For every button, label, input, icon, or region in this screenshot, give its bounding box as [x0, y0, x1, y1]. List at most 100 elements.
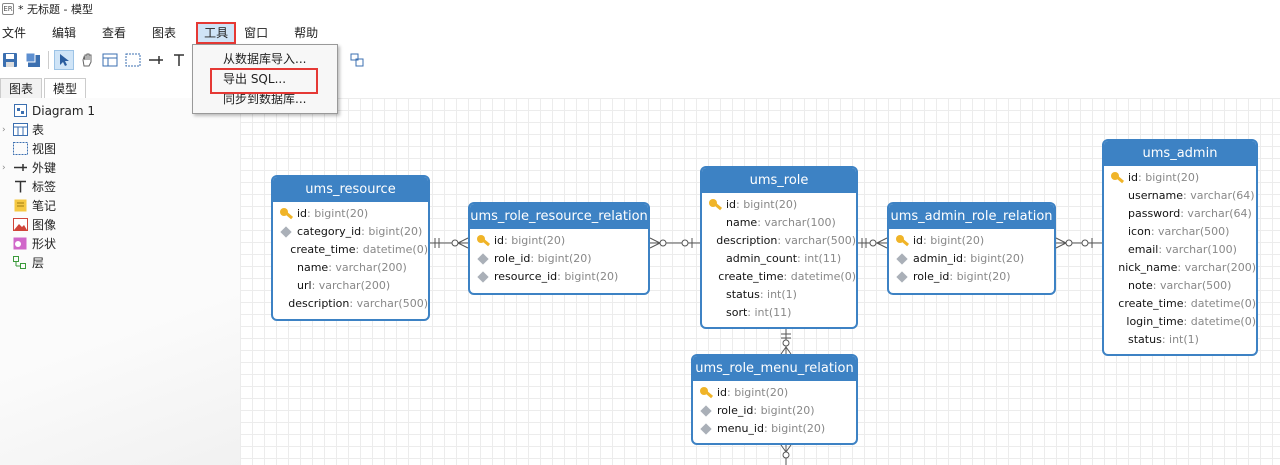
- tree-item-tables[interactable]: › 表: [0, 120, 240, 139]
- field-type: : int(11): [747, 306, 792, 319]
- field-row[interactable]: email: varchar(100): [1110, 241, 1256, 259]
- field-name: icon: [1128, 225, 1151, 238]
- tab-diagram[interactable]: 图表: [0, 78, 43, 98]
- field-row[interactable]: id: bigint(20): [1110, 169, 1256, 187]
- tree-item-labels[interactable]: 标签: [0, 177, 240, 196]
- menu-view[interactable]: 查看: [102, 26, 127, 40]
- save-all-icon[interactable]: [23, 50, 43, 70]
- entity-ums-role-resource-relation[interactable]: ums_role_resource_relation id: bigint(20…: [468, 202, 650, 295]
- field-row[interactable]: name: varchar(100): [708, 214, 856, 232]
- field-type: : varchar(100): [757, 216, 836, 229]
- menu-window[interactable]: 窗口: [244, 26, 269, 40]
- field-row[interactable]: create_time: datetime(0): [279, 241, 428, 259]
- tree-item-diagram[interactable]: Diagram 1: [0, 101, 240, 120]
- field-type: : bigint(20): [763, 422, 826, 435]
- field-name: id: [913, 234, 924, 247]
- field-row[interactable]: note: varchar(500): [1110, 277, 1256, 295]
- entity-ums-admin-role-relation[interactable]: ums_admin_role_relation id: bigint(20)ad…: [887, 202, 1056, 295]
- field-row[interactable]: name: varchar(200): [279, 259, 428, 277]
- field-row[interactable]: status: int(1): [708, 286, 856, 304]
- field-row[interactable]: category_id: bigint(20): [279, 223, 428, 241]
- field-type: : bigint(20): [923, 234, 985, 247]
- diagram-canvas[interactable]: ums_resource id: bigint(20)category_id: …: [240, 98, 1280, 465]
- field-row[interactable]: role_id: bigint(20): [699, 402, 856, 420]
- field-type: : varchar(500): [349, 297, 428, 310]
- expand-chevron-icon[interactable]: ›: [2, 124, 6, 135]
- entity-ums-admin[interactable]: ums_admin id: bigint(20)username: varcha…: [1102, 139, 1258, 356]
- field-row[interactable]: create_time: datetime(0): [1110, 295, 1256, 313]
- field-row[interactable]: username: varchar(64): [1110, 187, 1256, 205]
- menu-diagram[interactable]: 图表: [152, 26, 177, 40]
- field-row[interactable]: sort: int(11): [708, 304, 856, 322]
- field-row[interactable]: id: bigint(20): [708, 196, 856, 214]
- field-row[interactable]: id: bigint(20): [476, 232, 648, 250]
- tree-item-images[interactable]: 图像: [0, 215, 240, 234]
- field-row[interactable]: id: bigint(20): [279, 205, 428, 223]
- foreign-key-diamond-icon: [895, 253, 909, 265]
- tree-item-label: 笔记: [32, 199, 57, 213]
- field-row[interactable]: url: varchar(200): [279, 277, 428, 295]
- view-icon: [12, 142, 28, 156]
- entity-ums-role[interactable]: ums_role id: bigint(20)name: varchar(100…: [700, 166, 858, 329]
- field-row[interactable]: status: int(1): [1110, 331, 1256, 349]
- field-name: nick_name: [1118, 261, 1178, 274]
- table-tool-icon[interactable]: [100, 50, 120, 70]
- tree-item-notes[interactable]: 笔记: [0, 196, 240, 215]
- entity-title: ums_admin_role_relation: [889, 204, 1054, 229]
- field-row[interactable]: admin_id: bigint(20): [895, 250, 1054, 268]
- field-name: create_time: [290, 243, 356, 256]
- label-tool-icon[interactable]: [169, 50, 189, 70]
- foreign-key-diamond-icon: [699, 405, 713, 417]
- menu-tools[interactable]: 工具: [196, 22, 237, 44]
- foreign-key-tool-icon[interactable]: [146, 50, 166, 70]
- pointer-icon[interactable]: [54, 50, 74, 70]
- menu-help[interactable]: 帮助: [294, 26, 319, 40]
- tree-item-label: 形状: [32, 237, 57, 251]
- entity-ums-resource[interactable]: ums_resource id: bigint(20)category_id: …: [271, 175, 430, 321]
- field-row[interactable]: nick_name: varchar(200): [1110, 259, 1256, 277]
- layer-tool-icon[interactable]: [347, 50, 367, 70]
- field-type: : bigint(20): [361, 225, 423, 238]
- field-row[interactable]: role_id: bigint(20): [476, 250, 648, 268]
- tree-item-views[interactable]: 视图: [0, 139, 240, 158]
- field-type: : varchar(64): [1183, 189, 1255, 202]
- sync-to-database-item[interactable]: 同步到数据库...: [223, 92, 307, 106]
- foreign-key-diamond-icon: [279, 226, 293, 238]
- tab-model[interactable]: 模型: [44, 78, 87, 98]
- field-row[interactable]: role_id: bigint(20): [895, 268, 1054, 286]
- entity-ums-role-menu-relation[interactable]: ums_role_menu_relation id: bigint(20)rol…: [691, 354, 858, 445]
- expand-chevron-icon[interactable]: ›: [2, 162, 6, 173]
- field-row[interactable]: icon: varchar(500): [1110, 223, 1256, 241]
- field-row[interactable]: id: bigint(20): [699, 384, 856, 402]
- menu-edit[interactable]: 编辑: [52, 26, 77, 40]
- tree-item-label: 外键: [32, 161, 57, 175]
- field-type: : varchar(500): [777, 234, 856, 247]
- field-name: resource_id: [494, 270, 558, 283]
- window-title: * 无标题 - 模型: [18, 3, 93, 16]
- field-row[interactable]: password: varchar(64): [1110, 205, 1256, 223]
- tree-item-layers[interactable]: 层: [0, 253, 240, 272]
- field-row[interactable]: menu_id: bigint(20): [699, 420, 856, 438]
- field-row[interactable]: admin_count: int(11): [708, 250, 856, 268]
- field-name: name: [726, 216, 758, 229]
- field-row[interactable]: description: varchar(500): [708, 232, 856, 250]
- field-row[interactable]: login_time: datetime(0): [1110, 313, 1256, 331]
- field-row[interactable]: resource_id: bigint(20): [476, 268, 648, 286]
- field-name: role_id: [494, 252, 531, 265]
- foreign-key-diamond-icon: [476, 253, 490, 265]
- save-icon[interactable]: [0, 50, 20, 70]
- shape-icon: [12, 237, 28, 251]
- entity-title: ums_admin: [1104, 141, 1256, 166]
- field-row[interactable]: description: varchar(500): [279, 295, 428, 313]
- export-sql-item[interactable]: 导出 SQL...: [193, 68, 337, 94]
- field-name: menu_id: [717, 422, 764, 435]
- import-from-database-item[interactable]: 从数据库导入...: [223, 52, 307, 66]
- tree-item-shapes[interactable]: 形状: [0, 234, 240, 253]
- field-type: : varchar(200): [1177, 261, 1256, 274]
- view-tool-icon[interactable]: [123, 50, 143, 70]
- tree-item-foreign-keys[interactable]: › 外键: [0, 158, 240, 177]
- hand-icon[interactable]: [77, 50, 97, 70]
- field-row[interactable]: id: bigint(20): [895, 232, 1054, 250]
- field-row[interactable]: create_time: datetime(0): [708, 268, 856, 286]
- menu-file[interactable]: 文件: [2, 26, 27, 40]
